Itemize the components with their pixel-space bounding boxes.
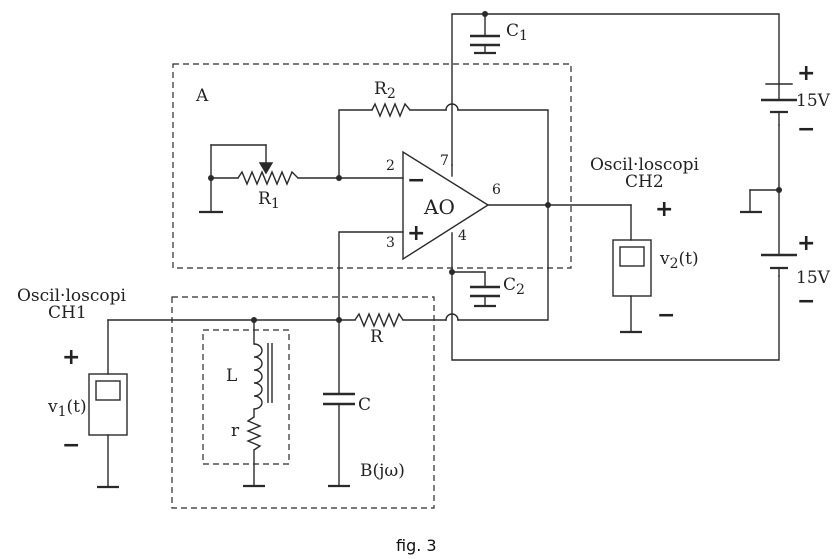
c1-label: C1 (506, 21, 528, 44)
junction-dot (251, 317, 257, 323)
junction-dot (449, 269, 455, 275)
junction-dot (545, 202, 551, 208)
scope-ch1-minus: − (62, 433, 80, 458)
supply-bottom-minus: − (797, 289, 815, 314)
supply-bottom-label: 15V (796, 268, 831, 288)
oscilloscope-ch1-icon (88, 373, 128, 489)
junction-dot (336, 317, 342, 323)
r1-label: R1 (258, 189, 280, 212)
opamp-inverting-sign: − (407, 168, 425, 193)
inverting-input-wiring (210, 144, 404, 213)
supply-wiring (451, 13, 780, 361)
opamp-noninverting-sign: + (407, 221, 425, 246)
scope-ch1-plus: + (62, 345, 80, 370)
output-wiring (402, 204, 632, 321)
capacitor-c-icon (323, 319, 355, 488)
supply-bottom-plus: + (797, 231, 815, 256)
opamp-pin-3: 3 (386, 235, 395, 251)
supply-top-plus: + (797, 61, 815, 86)
resistor-r2-icon (371, 102, 411, 118)
resistor-small-r-icon (243, 416, 265, 488)
supply-top-label: 15V (796, 91, 831, 111)
battery-bottom-icon (761, 253, 797, 277)
scope-ch2-plus: + (655, 197, 673, 222)
block-a-label: A (195, 86, 209, 106)
feedback-wiring (338, 103, 549, 206)
c-label: C (358, 395, 371, 415)
battery-top-icon (761, 83, 797, 126)
r-small-label: r (231, 421, 240, 441)
l-label: L (226, 366, 237, 386)
opamp-pin-7: 7 (440, 153, 449, 169)
capacitor-c1-icon (470, 13, 500, 55)
scope-ch1-channel: CH1 (48, 303, 87, 323)
capacitor-c2-icon (451, 271, 500, 308)
scope-ch1-signal: v1(t) (47, 397, 87, 420)
r2-label: R2 (374, 79, 396, 102)
junction-dot (208, 175, 214, 181)
opamp-label: AO (423, 195, 455, 219)
scope-ch2-signal: v2(t) (659, 249, 699, 272)
c2-label: C2 (503, 275, 525, 298)
junction-dot (482, 11, 488, 17)
block-a-outline (172, 63, 572, 269)
oscilloscope-ch2-icon (612, 239, 652, 334)
scope-ch1-title: Oscil·loscopi (17, 286, 126, 306)
block-b-outline (171, 296, 435, 509)
scope-ch2-title: Oscil·loscopi (590, 155, 699, 175)
scope-ch2-channel: CH2 (625, 172, 664, 192)
supply-top-minus: − (797, 117, 815, 142)
inner-lr-outline (202, 329, 290, 465)
noninverting-input-wiring (107, 231, 404, 375)
opamp-pin-2: 2 (386, 158, 395, 174)
resistor-r-icon (354, 312, 404, 328)
junction-dot (776, 187, 782, 193)
op-amp-icon (402, 150, 490, 261)
block-b-label: B(jω) (360, 461, 405, 481)
scope-ch2-minus: − (657, 303, 675, 328)
opamp-pin-4: 4 (458, 228, 467, 244)
opamp-pin-6: 6 (492, 182, 501, 198)
potentiometer-r1-icon (237, 162, 299, 186)
r-label: R (370, 327, 384, 347)
figure-caption: fig. 3 (396, 536, 437, 555)
junction-dot (336, 175, 342, 181)
inductor-l-icon (253, 319, 273, 418)
